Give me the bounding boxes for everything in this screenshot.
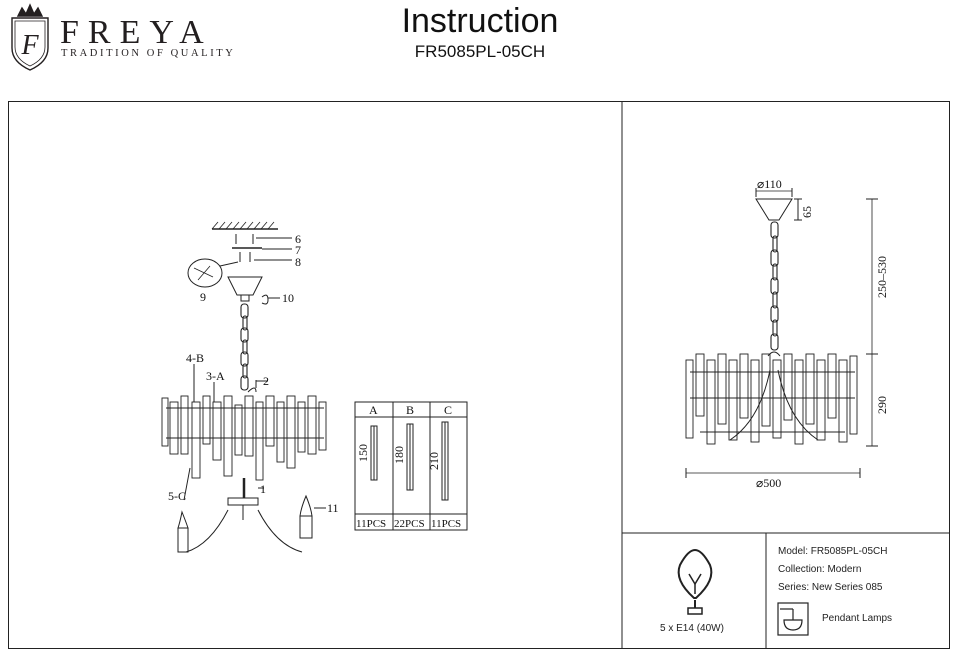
crystal-qty-a: 11PCS xyxy=(356,518,386,530)
table-header-c: C xyxy=(444,403,452,417)
dim-chain-length: 250–530 xyxy=(875,256,889,298)
crystal-qty-b: 22PCS xyxy=(394,518,425,530)
dim-canopy-height: 65 xyxy=(800,206,814,218)
freya-crest-logo: F xyxy=(11,3,49,71)
info-series: Series: New Series 085 xyxy=(778,582,883,593)
bulb-spec: 5 x E14 (40W) xyxy=(660,623,724,634)
crystal-qty-c: 11PCS xyxy=(431,518,461,530)
part-label-8: 8 xyxy=(295,255,301,269)
assembly-drawing xyxy=(161,221,327,553)
brand-tagline: TRADITION OF QUALITY xyxy=(61,48,236,59)
part-label-11: 11 xyxy=(327,501,339,515)
dim-body-height: 290 xyxy=(875,396,889,414)
table-header-b: B xyxy=(406,403,414,417)
table-header-a: A xyxy=(369,403,378,417)
dim-canopy-diameter: ⌀110 xyxy=(757,177,782,191)
part-label-4b: 4-B xyxy=(186,351,204,365)
page-title: Instruction xyxy=(401,2,559,40)
dimension-labels: ⌀110 65 250–530 290 ⌀500 xyxy=(756,177,889,490)
part-label-1: 1 xyxy=(260,482,266,496)
part-label-3a: 3-A xyxy=(206,369,225,383)
part-label-6: 6 xyxy=(295,232,301,246)
crystal-length-a: 150 xyxy=(356,444,370,462)
crystals-table-text: A B C 150 180 210 11PCS 22PCS 11PCS xyxy=(356,403,461,530)
crystal-length-c: 210 xyxy=(427,452,441,470)
pendant-lamp-icon xyxy=(777,602,809,636)
part-label-5c: 5-C xyxy=(168,489,186,503)
dimension-drawing xyxy=(685,188,878,478)
brand-name: FREYA xyxy=(60,14,213,51)
part-label-9: 9 xyxy=(200,290,206,304)
info-collection: Collection: Modern xyxy=(778,564,862,575)
dim-body-diameter: ⌀500 xyxy=(756,476,781,490)
info-model: Model: FR5085PL-05CH xyxy=(778,546,888,557)
assembly-labels: 6 7 8 9 10 2 4-B 3-A 5-C 1 11 xyxy=(168,232,339,515)
part-label-7: 7 xyxy=(295,243,301,257)
light-bulb-icon xyxy=(677,548,713,615)
part-label-2: 2 xyxy=(263,374,269,388)
crystal-length-b: 180 xyxy=(392,446,406,464)
crystals-table xyxy=(354,401,468,531)
info-type: Pendant Lamps xyxy=(822,613,893,624)
model-code: FR5085PL-05CH xyxy=(414,42,546,61)
part-label-10: 10 xyxy=(282,291,294,305)
drawing-frame xyxy=(8,101,950,649)
svg-text:F: F xyxy=(20,30,39,61)
